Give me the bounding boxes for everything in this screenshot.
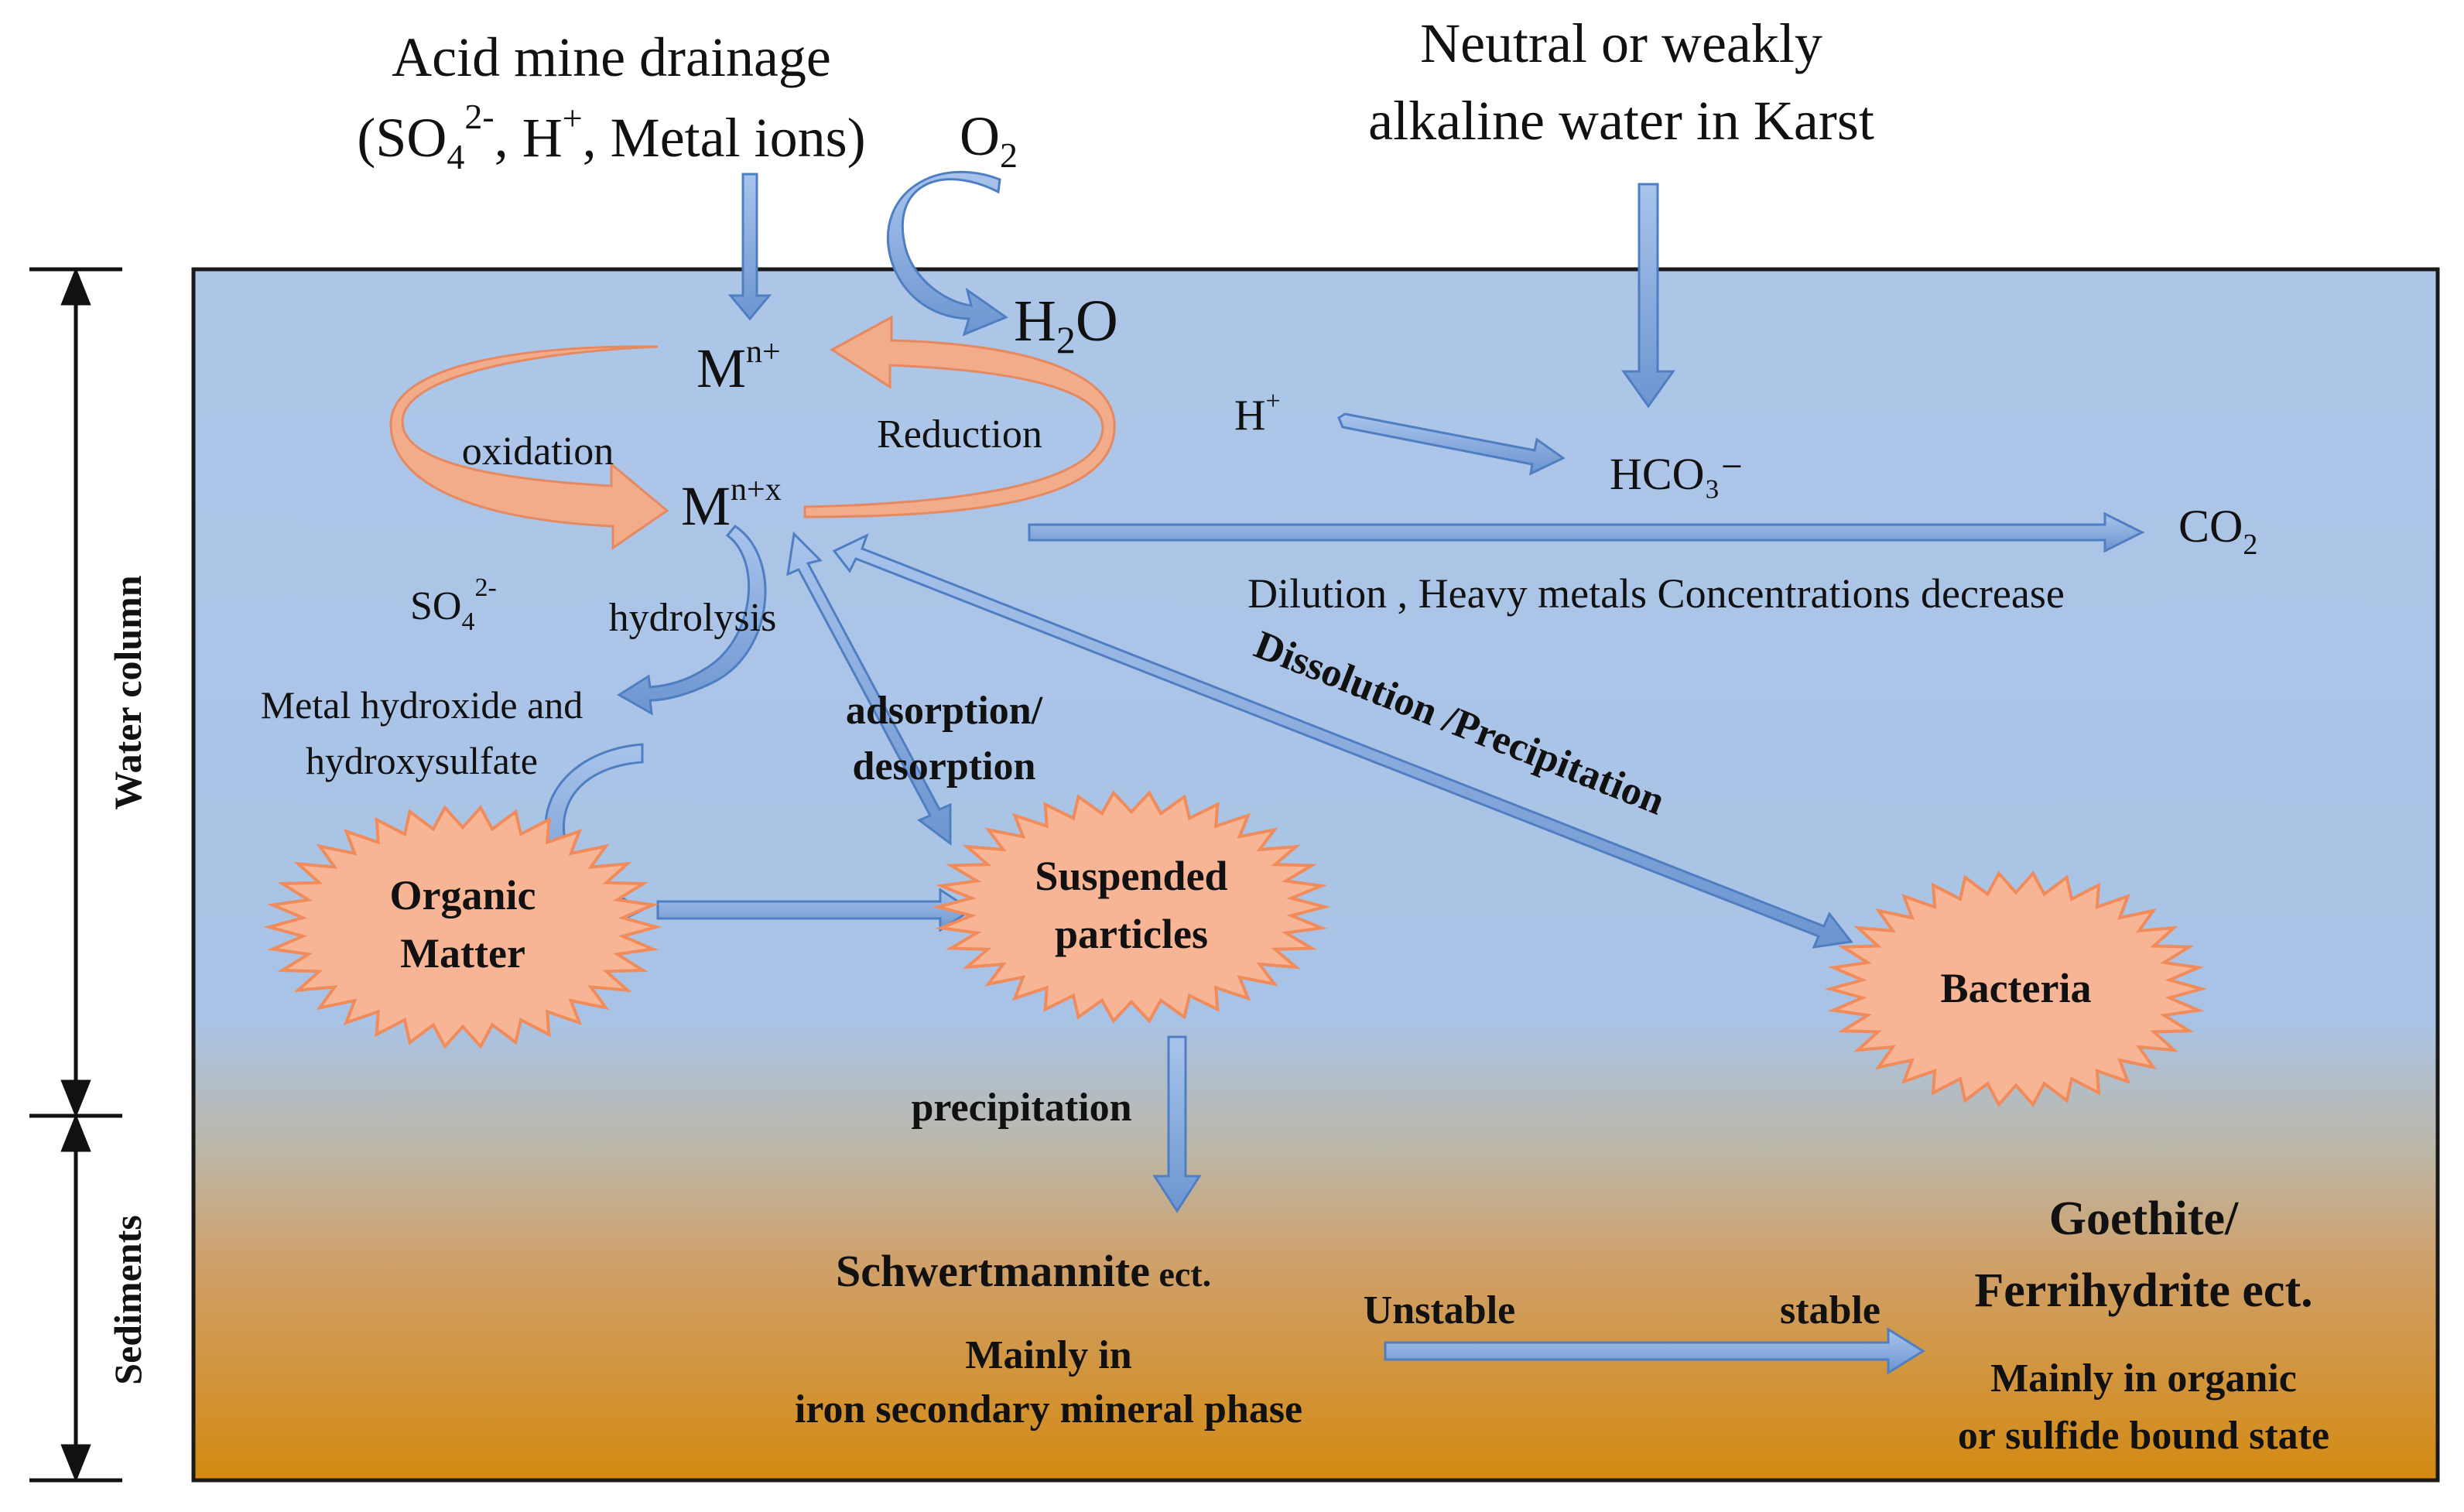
- schwertmannite-desc-line1: Mainly in: [965, 1333, 1131, 1377]
- side-scale: [29, 267, 122, 1483]
- karst-line1: Neutral or weakly: [1420, 12, 1822, 74]
- goethite-line2: Ferrihydrite ect.: [1974, 1264, 2312, 1317]
- dilution-arrow: [1028, 511, 2145, 553]
- suspended-particles-burst: [932, 790, 1331, 1024]
- karst-line2: alkaline water in Karst: [1368, 90, 1874, 152]
- adsorption-label-line2: desorption: [853, 744, 1036, 788]
- starbursts: [263, 790, 2208, 1107]
- organic-matter-line1: Organic: [390, 872, 536, 918]
- goethite-line1: Goethite/: [2049, 1192, 2239, 1245]
- flow-arrows: [656, 173, 2145, 1375]
- adsorption-label-line1: adsorption/: [846, 689, 1043, 733]
- amd-species: (SO42-, H+, Metal ions): [357, 97, 865, 176]
- h2o-label: H2O: [1014, 289, 1118, 361]
- dilution-label: Dilution , Heavy metals Concentrations d…: [1247, 570, 2065, 617]
- sulfate-label: SO42-: [410, 573, 497, 636]
- unstable-label: Unstable: [1364, 1288, 1515, 1332]
- bacteria-label: Bacteria: [1941, 965, 2092, 1011]
- schwertmannite-desc-line2: iron secondary mineral phase: [795, 1387, 1302, 1432]
- stable-label: stable: [1780, 1288, 1881, 1332]
- oxidation-arrow: [389, 345, 669, 550]
- organic-matter-line2: Matter: [400, 930, 525, 977]
- proton-neutralization-arrow: [1337, 412, 1566, 476]
- amd-title: Acid mine drainage: [392, 26, 831, 88]
- organic-to-suspended-arrow: [656, 888, 974, 932]
- bacteria-burst: [1824, 871, 2208, 1107]
- o2-label: O2: [960, 105, 1018, 175]
- metal-ion-mn: Mn+: [696, 334, 781, 399]
- redox-cycle: [389, 315, 1116, 550]
- unstable-to-stable-arrow: [1384, 1327, 1925, 1375]
- reduction-label: Reduction: [877, 412, 1042, 457]
- hydroxide-line1: Metal hydroxide and: [261, 683, 583, 727]
- hydroxide-line2: hydroxysulfate: [306, 739, 538, 782]
- oxidation-label: oxidation: [462, 429, 614, 474]
- metal-ion-mnx: Mn+x: [681, 472, 782, 537]
- hydrolysis-label: hydrolysis: [609, 596, 777, 640]
- adsorption-desorption-arrow: [786, 531, 952, 846]
- dissolution-precipitation-arrow: [832, 533, 1853, 949]
- organic-matter-burst: [263, 805, 662, 1049]
- suspended-particles-line2: particles: [1055, 911, 1208, 957]
- precipitation-label: precipitation: [911, 1086, 1131, 1130]
- water-column-label: Water column: [106, 575, 149, 809]
- co2-label: CO2: [2178, 501, 2257, 561]
- suspended-particles-line1: Suspended: [1035, 853, 1227, 899]
- hydrolysis-arrow: [617, 525, 767, 716]
- oxygen-reduction-arrow: [886, 170, 1009, 337]
- goethite-desc-line1: Mainly in organic: [1990, 1356, 2297, 1401]
- proton-label: H+: [1234, 387, 1281, 440]
- sediments-label: Sediments: [106, 1215, 149, 1384]
- schwertmannite-label: Schwertmannite ect.: [836, 1246, 1211, 1296]
- bicarbonate-label: HCO₃⁻: [1610, 449, 1744, 499]
- precipitation-arrow: [1152, 1035, 1202, 1213]
- reduction-arrow: [803, 315, 1116, 518]
- goethite-desc-line2: or sulfide bound state: [1958, 1414, 2329, 1458]
- amd-input-arrow: [727, 173, 772, 321]
- karst-input-arrow: [1621, 183, 1675, 409]
